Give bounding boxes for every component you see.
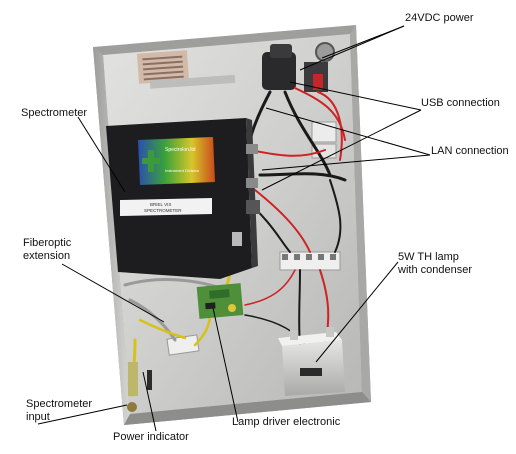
lamp-driver-board [196,283,244,319]
pcb-terminal [209,289,230,299]
enclosure-left-wall [93,47,130,425]
nameplate-line2: SPECTROMETER [144,208,182,213]
mounting-rail [149,74,236,89]
label-usb-connection: USB connection [421,97,500,109]
usb-connector [262,52,296,90]
annotation-lines [37,25,431,432]
fiber-input-port [127,402,137,412]
label-24vdc-power: 24VDC power [405,12,474,24]
label-spectrometer-input-line2: input [26,411,50,423]
pointer-usb-1 [289,81,422,111]
power-jack [315,42,335,62]
pointer-24vdc-2 [321,25,405,59]
label-spectrometer: Spectrometer [21,107,88,119]
enclosure-right-wall [350,25,371,402]
pointer-lan-2 [261,154,431,171]
logo-text-line1: Spectrolon.ltd [165,147,196,153]
label-spectrometer-input-line1: Spectrometer [26,398,93,410]
lamp-tab-right [326,327,334,337]
vent-grille [137,50,236,89]
panel-connectors [262,42,335,92]
pointer-power-indicator [142,371,157,432]
spectrometer-unit: Spectrolon.ltd Instrument Division BRIEL… [106,118,258,279]
fiber-input-connector [128,362,138,396]
pcb [196,283,244,319]
terminal-block-lower [279,251,341,271]
spectrometer-nameplate [120,198,212,216]
label-lamp-line1: 5W TH lamp [398,251,459,263]
label-power-indicator: Power indicator [113,431,189,443]
power-indicator-led [147,370,152,390]
label-fiberoptic-line1: Fiberoptic [23,237,72,249]
spectrometer-logo-panel [138,137,215,185]
lamp-tab-left [290,330,298,340]
pointer-lan-1 [265,107,431,156]
enclosure-bottom-lip [124,392,371,425]
pointer-usb-2 [261,109,422,191]
label-lamp-line2: with condenser [398,264,472,276]
pointer-spectrometer-input [37,404,128,425]
pcb-capacitor [228,304,236,312]
label-fiberoptic-line2: extension [23,250,71,262]
nameplate-line1: BRIEL VIS [150,202,171,207]
red-fuse [313,74,323,90]
spectrometer-edge [246,118,258,268]
pointer-lamp [315,261,399,363]
logo-cross-horizontal [142,158,160,164]
spectrometer-ports [232,144,260,246]
pointer-24vdc-1 [299,25,405,71]
pointer-fiberoptic [61,263,165,323]
label-lan-connection: LAN connection [431,145,509,157]
label-lamp-driver: Lamp driver electronic [232,416,341,428]
vent-holes [142,55,184,81]
front-panel-items [127,362,152,412]
pointer-lamp-driver [212,307,239,423]
lamp-housing [278,327,345,396]
pcb-chip [205,302,216,310]
pointer-spectrometer [77,116,126,193]
logo-text-line2: Instrument Division [165,168,199,173]
usb-plug [270,44,292,58]
lamp-window [300,368,322,376]
